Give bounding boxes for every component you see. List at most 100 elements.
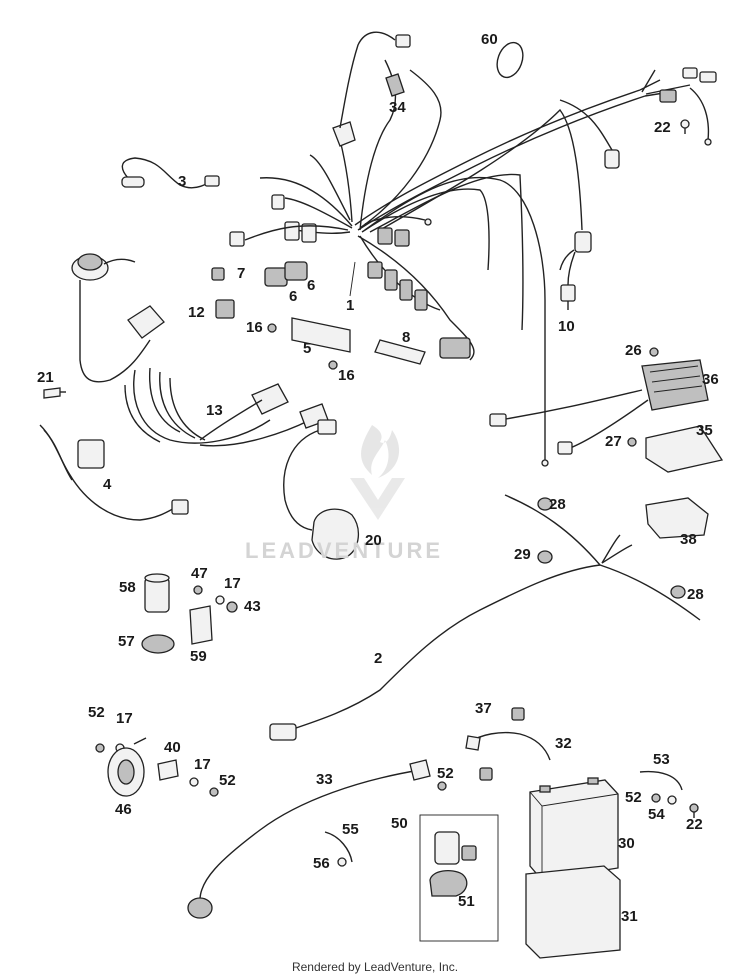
starter-relay-58 bbox=[144, 573, 170, 613]
relay-6b bbox=[284, 261, 308, 281]
callout-52d: 52 bbox=[625, 789, 642, 806]
callout-10: 10 bbox=[558, 318, 575, 335]
footer-credit: Rendered by LeadVenture, Inc. bbox=[291, 960, 459, 974]
watermark-logo-icon bbox=[350, 425, 405, 520]
battery-30 bbox=[529, 777, 619, 881]
callout-34: 34 bbox=[389, 99, 406, 116]
bulb-21 bbox=[43, 387, 66, 399]
harness-13 bbox=[124, 367, 329, 447]
callout-55: 55 bbox=[342, 821, 359, 838]
ground-cable-53 bbox=[639, 770, 683, 791]
nut-43 bbox=[226, 601, 238, 613]
callout-50: 50 bbox=[391, 815, 408, 832]
callout-28a: 28 bbox=[549, 496, 566, 513]
callout-60: 60 bbox=[481, 31, 498, 48]
washer-17c bbox=[189, 777, 199, 787]
pickup-coil bbox=[71, 253, 165, 383]
callout-22a: 22 bbox=[654, 119, 671, 136]
callout-59: 59 bbox=[190, 648, 207, 665]
cover-38 bbox=[645, 497, 709, 539]
callout-7: 7 bbox=[237, 265, 246, 282]
starter-relay-50 bbox=[434, 831, 477, 865]
frame-50-51 bbox=[419, 814, 499, 942]
clamp-57 bbox=[141, 634, 175, 654]
grommet-29 bbox=[537, 550, 553, 564]
sensor-3 bbox=[121, 157, 220, 189]
nut-52c bbox=[437, 781, 447, 791]
callout-8: 8 bbox=[402, 329, 411, 346]
callout-54: 54 bbox=[648, 806, 665, 823]
callout-43: 43 bbox=[244, 598, 261, 615]
callout-52b: 52 bbox=[219, 772, 236, 789]
callout-4: 4 bbox=[103, 476, 112, 493]
callout-56: 56 bbox=[313, 855, 330, 872]
holder-51 bbox=[429, 869, 468, 897]
callout-38: 38 bbox=[680, 531, 697, 548]
handlebar-switch-20 bbox=[283, 419, 359, 560]
callout-16b: 16 bbox=[338, 367, 355, 384]
screw-22-bottom bbox=[689, 803, 699, 818]
callout-31: 31 bbox=[621, 908, 638, 925]
cable-tie bbox=[496, 41, 524, 79]
cable-33 bbox=[187, 759, 431, 919]
callout-12: 12 bbox=[188, 304, 205, 321]
bracket-5 bbox=[291, 317, 351, 353]
callout-52a: 52 bbox=[88, 704, 105, 721]
grommet-28a bbox=[537, 497, 553, 511]
callout-53: 53 bbox=[653, 751, 670, 768]
nut-52b bbox=[209, 787, 219, 797]
horn-46 bbox=[107, 737, 147, 797]
pressure-switch-10 bbox=[560, 251, 576, 310]
regulator-36 bbox=[489, 359, 709, 455]
main-wiring-harness bbox=[229, 31, 717, 467]
callout-40: 40 bbox=[164, 739, 181, 756]
callout-6b: 6 bbox=[307, 277, 316, 294]
callout-1: 1 bbox=[346, 297, 355, 314]
watermark-text: LEADVENTURE bbox=[245, 538, 444, 563]
screw-22-top bbox=[680, 119, 690, 134]
washer-17a bbox=[215, 595, 225, 605]
bracket-35 bbox=[645, 425, 724, 473]
callout-33: 33 bbox=[316, 771, 333, 788]
callout-3: 3 bbox=[178, 173, 187, 190]
callout-30: 30 bbox=[618, 835, 635, 852]
callout-32: 32 bbox=[555, 735, 572, 752]
callout-36: 36 bbox=[702, 371, 719, 388]
bracket-59 bbox=[189, 605, 213, 645]
washer-56 bbox=[337, 857, 347, 867]
relay-7 bbox=[211, 267, 225, 281]
callout-57: 57 bbox=[118, 633, 135, 650]
callout-6a: 6 bbox=[289, 288, 298, 305]
callout-17c: 17 bbox=[194, 756, 211, 773]
callout-2: 2 bbox=[374, 650, 383, 667]
connector-34 bbox=[385, 73, 405, 97]
screw-27 bbox=[627, 437, 637, 447]
nut-52a bbox=[95, 743, 105, 753]
screw-47 bbox=[193, 585, 203, 595]
callout-47: 47 bbox=[191, 565, 208, 582]
callout-27: 27 bbox=[605, 433, 622, 450]
callout-17a: 17 bbox=[224, 575, 241, 592]
callout-21: 21 bbox=[37, 369, 54, 386]
callout-26: 26 bbox=[625, 342, 642, 359]
washer-54 bbox=[667, 795, 677, 805]
callout-28b: 28 bbox=[687, 586, 704, 603]
harness-2 bbox=[269, 494, 701, 741]
relay-6a bbox=[264, 267, 288, 287]
callout-35: 35 bbox=[696, 422, 713, 439]
sleeve-8 bbox=[374, 339, 426, 365]
callout-22b: 22 bbox=[686, 816, 703, 833]
callout-13: 13 bbox=[206, 402, 223, 419]
callout-17b: 17 bbox=[116, 710, 133, 727]
callout-51: 51 bbox=[458, 893, 475, 910]
bracket-40 bbox=[157, 759, 179, 781]
callout-52c: 52 bbox=[437, 765, 454, 782]
nut-26 bbox=[649, 347, 659, 357]
grommet-28b bbox=[670, 585, 686, 599]
screw-16b bbox=[328, 360, 338, 370]
callout-16a: 16 bbox=[246, 319, 263, 336]
callout-46: 46 bbox=[115, 801, 132, 818]
component-4 bbox=[39, 424, 189, 521]
battery-cable-32 bbox=[465, 707, 551, 781]
